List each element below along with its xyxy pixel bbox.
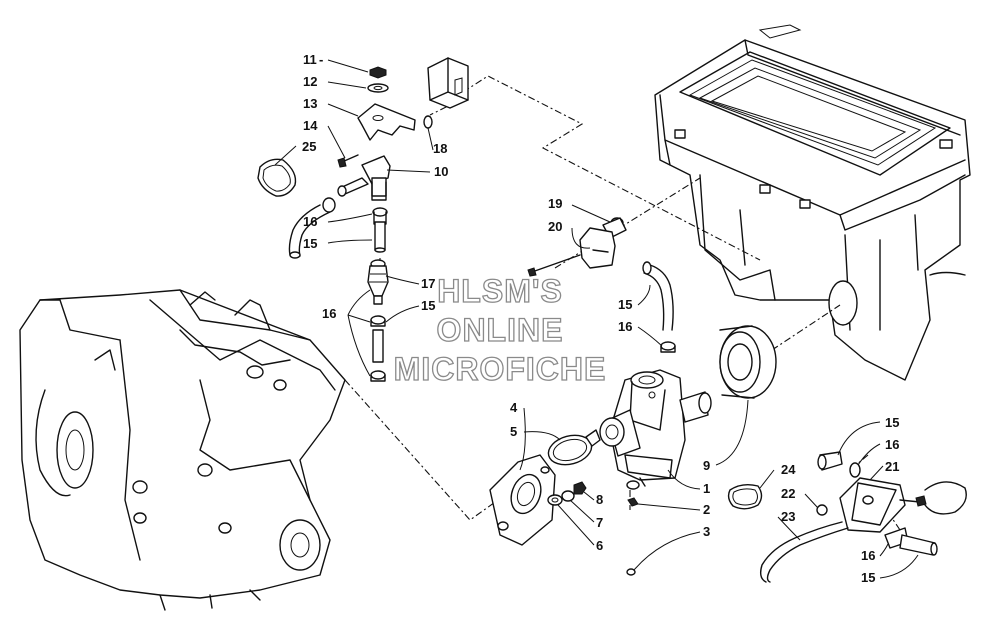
- callout-18: 18: [433, 141, 447, 156]
- flange-and-clamp: [489, 429, 639, 576]
- watermark-line-1: HLSM'S: [437, 273, 563, 309]
- air-silencer-box: [654, 24, 971, 381]
- callout-11-dash: -: [319, 52, 323, 67]
- callout-8: 8: [596, 492, 603, 507]
- callout-leaders: [274, 59, 919, 579]
- callout-2: 2: [703, 502, 710, 517]
- engine-block: [19, 289, 346, 611]
- callout-16-upper: 16: [303, 214, 317, 229]
- callout-20: 20: [548, 219, 562, 234]
- watermark-line-3: MICROFICHE: [394, 351, 607, 387]
- callout-25: 25: [302, 139, 316, 154]
- callout-7: 7: [596, 515, 603, 530]
- callout-15-mid: 15: [421, 298, 435, 313]
- callout-16-mid: 16: [322, 306, 336, 321]
- fuel-pump-assembly: [727, 451, 967, 583]
- callout-15-right-bottom: 15: [861, 570, 875, 585]
- callout-17: 17: [421, 276, 435, 291]
- callout-1: 1: [703, 481, 710, 496]
- callout-21: 21: [885, 459, 899, 474]
- watermark: HLSM'S ONLINE MICROFICHE: [393, 272, 607, 387]
- callout-10: 10: [434, 164, 448, 179]
- callout-16-right-bottom: 16: [861, 548, 875, 563]
- callout-13: 13: [303, 96, 317, 111]
- callout-16-center: 16: [618, 319, 632, 334]
- carburetor: [599, 369, 712, 490]
- callout-16-right-top: 16: [885, 437, 899, 452]
- fuel-valve-assembly: [257, 57, 469, 382]
- callout-14: 14: [303, 118, 318, 133]
- callout-4: 4: [510, 400, 518, 415]
- callout-22: 22: [781, 486, 795, 501]
- callout-19: 19: [548, 196, 562, 211]
- callout-9: 9: [703, 458, 710, 473]
- watermark-line-2: ONLINE: [437, 312, 564, 348]
- callout-24: 24: [781, 462, 796, 477]
- throttle-cable-bracket: [527, 217, 627, 277]
- callout-23: 23: [781, 509, 795, 524]
- callout-6: 6: [596, 538, 603, 553]
- vent-hose: [642, 261, 676, 353]
- callout-3: 3: [703, 524, 710, 539]
- callout-15-right-top: 15: [885, 415, 899, 430]
- callout-5: 5: [510, 424, 517, 439]
- callout-12: 12: [303, 74, 317, 89]
- intake-boot: [719, 325, 777, 399]
- callout-11: 11: [303, 52, 317, 67]
- callout-15-upper: 15: [303, 236, 317, 251]
- callout-15-center: 15: [618, 297, 632, 312]
- callouts: 11 - 12 13 14 25 18 10 16 15 17 15 16 19…: [302, 52, 899, 585]
